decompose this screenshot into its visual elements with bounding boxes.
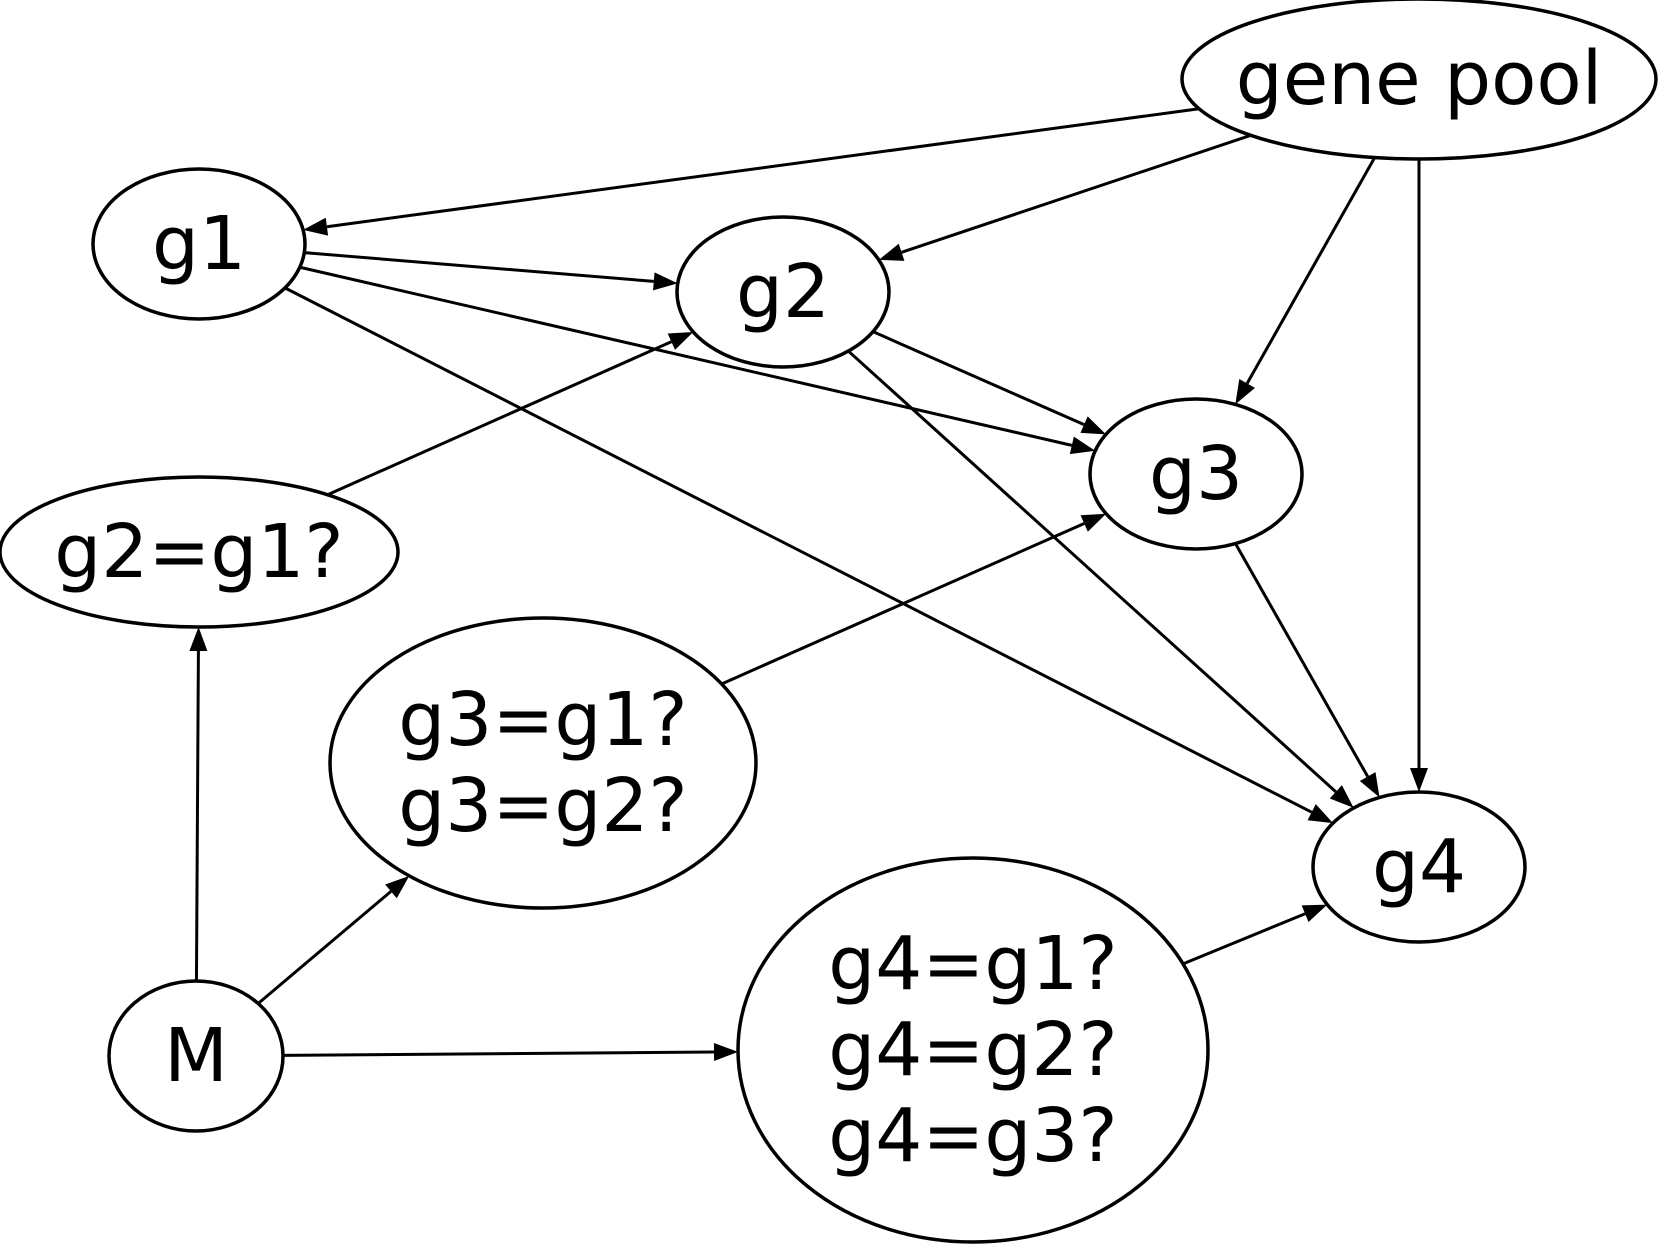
arrow-head-icon [1235,379,1255,405]
arrow-head-icon [1410,768,1428,792]
node-label: g4=g1? [828,921,1117,1007]
node-ellipse [675,215,891,369]
edge-line [847,349,1337,793]
node-g3: g3 [1088,397,1304,551]
edge-line [282,1050,715,1057]
node-label: g3=g2? [398,763,687,849]
arrow-head-icon [713,1043,739,1061]
edge-line [901,133,1252,254]
node-label: g1 [152,201,246,287]
node-label: g3=g1? [398,677,687,763]
edge-q3-to-g3 [720,513,1107,686]
arrow-head-icon [1307,804,1334,824]
node-q3: g3=g1?g3=g2? [328,616,758,910]
node-M: M [107,979,285,1133]
node-label: g2 [736,249,830,335]
arrow-head-icon [189,626,208,652]
edge-line [257,890,392,1005]
node-g4: g4 [1311,790,1527,944]
edge-g3-to-g4 [1234,542,1380,798]
node-g2: g2 [675,215,891,369]
edge-gene_pool-to-g3 [1235,156,1376,405]
node-label: M [164,1013,228,1099]
edges-layer [189,107,1428,1061]
edge-line [720,522,1085,686]
edge-line [1245,156,1376,385]
edge-gene_pool-to-g4 [1410,159,1428,792]
edge-line [1182,912,1306,966]
node-label: g4=g2? [828,1007,1117,1093]
edge-gene_pool-to-g2 [878,133,1252,261]
edge-line [284,286,1313,814]
node-label: g4=g3? [828,1093,1117,1179]
edge-gene_pool-to-g1 [303,107,1200,236]
edge-g1-to-g4 [284,286,1334,824]
node-label: gene pool [1236,36,1603,122]
arrow-head-icon [1359,772,1380,798]
edge-q4-to-g4 [1182,904,1328,966]
node-ellipse [328,616,758,910]
arrow-head-icon [385,875,410,899]
node-label: g3 [1149,431,1243,517]
edge-line [299,265,1073,447]
node-label: g2=g1? [54,509,343,595]
arrow-head-icon [653,272,678,291]
arrow-head-icon [1080,513,1107,532]
edge-q2-to-g2 [326,331,694,497]
edge-M-to-q3 [257,875,410,1005]
node-gene-pool: gene pool [1180,0,1658,161]
node-ellipse [107,979,285,1133]
node-q4: g4=g1?g4=g2?g4=g3? [736,856,1210,1244]
node-ellipse [736,856,1210,1244]
arrow-head-icon [303,217,329,236]
edge-M-to-q4 [282,1043,739,1061]
arrow-head-icon [1069,436,1096,455]
edge-g1-to-g3 [299,265,1096,455]
arrow-head-icon [1301,904,1328,923]
edge-line [872,330,1085,427]
node-g1: g1 [91,167,307,321]
node-q2: g2=g1? [0,475,400,629]
arrow-head-icon [878,243,905,261]
edge-line [326,107,1200,229]
node-ellipse [1088,397,1304,551]
node-label: g4 [1372,824,1466,910]
node-ellipse [91,167,307,321]
node-ellipse [1311,790,1527,944]
edge-line [304,251,654,283]
arrow-head-icon [1080,416,1107,435]
node-ellipse [0,475,400,629]
arrow-head-icon [667,331,694,350]
edge-M-to-q2 [189,626,208,982]
node-ellipse [1180,0,1658,161]
edge-g2-to-g4 [847,349,1354,808]
edge-g1-to-g2 [304,251,678,291]
arrow-head-icon [1329,785,1354,808]
edge-g2-to-g3 [872,330,1107,435]
edge-line [326,340,672,497]
edge-line [194,650,200,982]
edge-line [1234,542,1369,778]
